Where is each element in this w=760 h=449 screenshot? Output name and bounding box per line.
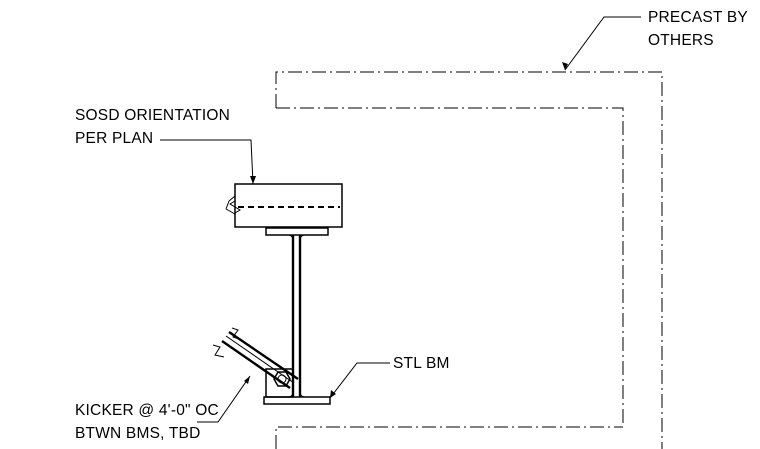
leaders — [160, 16, 641, 423]
note-sosd-orientation: SOSD ORIENTATION PER PLAN — [75, 107, 230, 147]
note-precast: PRECAST BY OTHERS — [648, 9, 748, 49]
svg-text:KICKER @ 4'-0" OC: KICKER @ 4'-0" OC — [75, 402, 219, 419]
svg-text:STL BM: STL BM — [393, 355, 450, 372]
bolt-icon — [273, 371, 291, 387]
precast-outline — [275, 71, 663, 449]
note-kicker: KICKER @ 4'-0" OC BTWN BMS, TBD — [75, 402, 219, 442]
svg-text:BTWN BMS, TBD: BTWN BMS, TBD — [75, 425, 200, 442]
svg-text:PRECAST BY: PRECAST BY — [648, 9, 748, 26]
svg-text:PER PLAN: PER PLAN — [75, 130, 153, 147]
kicker-brace — [212, 327, 299, 398]
note-stl-bm: STL BM — [393, 355, 450, 372]
sosd-deck-section — [225, 183, 343, 228]
svg-text:OTHERS: OTHERS — [648, 32, 714, 49]
svg-text:SOSD ORIENTATION: SOSD ORIENTATION — [75, 107, 230, 124]
